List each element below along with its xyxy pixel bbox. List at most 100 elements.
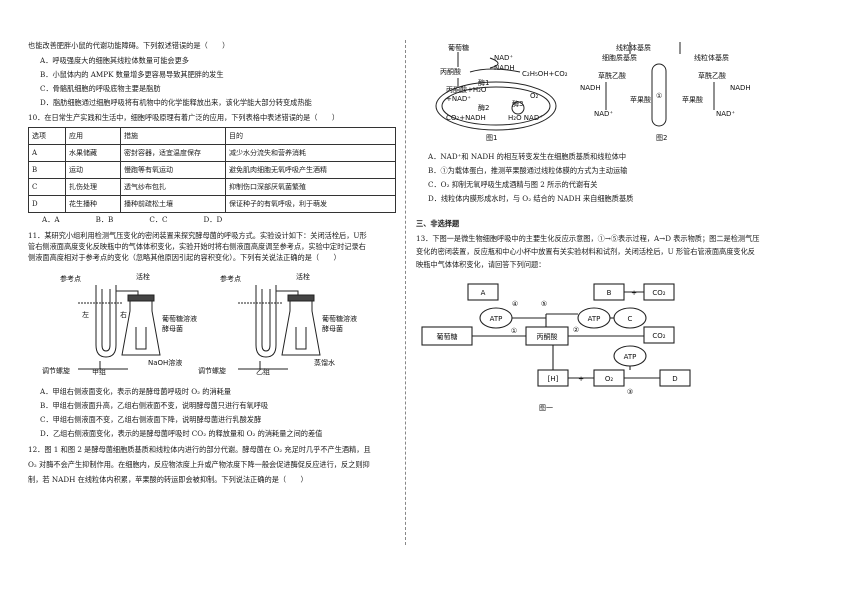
fig2-membrane-transporter: [651, 63, 667, 127]
fig1-o2: O₂: [530, 92, 539, 100]
q11-stem: 11．某研究小组利用检测气压变化的密闭装置来探究酵母菌的呼吸方式。实验设计如下：…: [28, 230, 400, 263]
process-4-label: ④: [512, 300, 518, 308]
q10-answer-c: C．C: [149, 215, 168, 224]
q9-option-c: C．骨骼肌细胞的呼吸底物主要是脂肪: [40, 84, 161, 93]
node-a-box: [467, 283, 499, 301]
q10-answer-a: A．A: [42, 215, 60, 224]
label-right-a: 右: [120, 310, 127, 319]
plus-sign-1: +: [631, 289, 637, 297]
node-d-label: D: [672, 375, 677, 383]
q12-stem-line: 制，若 NADH 在线粒体内积累，苹果酸的转运即会被抑制。下列说法正确的是（ ）: [28, 475, 308, 484]
u-tube-a-inner: [101, 289, 111, 352]
fig1-mito-line3: CO₂+NADH: [446, 114, 486, 122]
q13-pathway-figure: A ATP 葡萄糖 丙酮酸 B + CO₂ ATP C CO₂ ATP [H] …: [421, 283, 691, 412]
q9-option-a: A．呼吸强度大的细胞其线粒体数量可能会更多: [40, 56, 189, 65]
table-cell: 播种前疏松土壤: [120, 195, 226, 213]
q11-option-d: D．乙组右侧液面变化，表示的是酵母菌呼吸时 CO₂ 的释放量和 O₂ 的消耗量之…: [40, 429, 323, 438]
q11-stem-line: 侧液面高度相对于参考点的变化（忽略其他原因引起的容积变化）。下列有关说法正确的是…: [28, 253, 341, 262]
table-cell: 透气纱布包扎: [120, 178, 226, 196]
fig1-enzyme2: 酶2: [478, 103, 489, 112]
process-5-label: ⑤: [541, 300, 547, 308]
node-b-label: B: [607, 289, 612, 297]
fig1-mito-line1: 丙酮酸+H₂O: [446, 85, 487, 94]
fig2-caption: 图2: [656, 134, 667, 142]
table-cell: 慢跑等有氧运动: [120, 161, 226, 179]
label-knob-b: 调节螺旋: [198, 366, 226, 375]
section-title: 三、非选择题: [416, 219, 460, 228]
node-pyruvate-label: 丙酮酸: [537, 332, 558, 341]
fig2-oaa-right: 草酰乙酸: [698, 71, 726, 80]
fig1-ethanol: C₂H₅OH+CO₂: [522, 70, 568, 78]
column-divider: [405, 40, 406, 545]
table-cell: 密封容器，适宜温度保存: [120, 144, 226, 162]
table-cell: 运动: [65, 161, 121, 179]
table-cell: 扎伤处理: [65, 178, 121, 196]
table-header-cell: 目的: [225, 127, 396, 145]
q11-options: A．甲组右侧液面变化，表示的是酵母菌呼吸时 O₂ 的消耗量 B．甲组右侧液面升高…: [28, 385, 400, 441]
q13-stem-line: 映瓶中气体体积变化，请回答下列问题：: [416, 260, 546, 269]
q9-option-b: B．小鼠体内的 AMPK 数量增多更容易导致其肥胖的发生: [40, 70, 224, 79]
q12-stem-line: 12．图 1 和图 2 是酵母菌细胞质基质和线粒体内进行的部分代谢。酵母菌在 O…: [28, 445, 371, 454]
fig1-mitochondrion-inner: [441, 86, 551, 126]
q12-option-b: B．①为载体蛋白，推测苹果酸通过线粒体膜的方式为主动运输: [428, 166, 628, 175]
table-header-cell: 应用: [65, 127, 121, 145]
fig2-nadh-left: NADH: [580, 84, 601, 92]
label-glucose-b: 葡萄糖溶液: [322, 314, 357, 323]
fig2-transporter: ①: [656, 92, 662, 100]
u-tube-a: [95, 285, 117, 358]
fig1-arrow-ethanol: [469, 68, 521, 73]
small-cup-a: [135, 327, 147, 350]
q11-apparatus-figure: 参考点 活栓 左 右 葡萄糖溶液 酵母菌 NaOH溶液 调节螺旋 甲组 参考点 …: [42, 272, 357, 375]
q13-stem: 13．下图一是微生物细胞呼吸中的主要生化反应示意图，①→⑤表示过程，A→D 表示…: [416, 233, 836, 270]
fig1-water-nad: H₂O NAD⁺: [508, 114, 543, 122]
label-reference-a: 参考点: [60, 274, 81, 283]
caption-group-a: 甲组: [92, 368, 106, 376]
fig1-nad: NAD⁺: [494, 54, 513, 62]
node-h-label: [H]: [548, 375, 559, 383]
q12-stem-line: O₂ 对酶不会产生抑制作用。在细胞内，反应物浓度上升或产物浓度下降一般会促进酶促…: [28, 460, 370, 469]
q9-option-d: D．脂肪细胞通过细胞呼吸将有机物中的化学能释放出来，该化学能大部分转变成热能: [40, 98, 312, 107]
label-left-a: 左: [82, 310, 89, 319]
q13-stem-line: 13．下图一是微生物细胞呼吸中的主要生化反应示意图，①→⑤表示过程，A→D 表示…: [416, 234, 760, 243]
table-cell: 抑制伤口深部厌氧菌繁殖: [225, 178, 396, 196]
table-cell: C: [28, 178, 66, 196]
fig1-pyruvate: 丙酮酸: [440, 67, 461, 76]
node-glucose-label: 葡萄糖: [437, 332, 458, 341]
node-co2-label-2: CO₂: [652, 332, 665, 340]
u-tube-b: [255, 285, 277, 358]
q10-answer-d: D．D: [203, 215, 223, 224]
table-cell: 花生播种: [65, 195, 121, 213]
caption-group-b: 乙组: [256, 368, 270, 376]
q10-table: 选项 应用 措施 目的 A 水果储藏 密封容器，适宜温度保存 减少水分流失和营养…: [28, 127, 396, 213]
fig2-nad-right: NAD⁺: [716, 110, 735, 118]
label-water: 蒸馏水: [314, 358, 335, 367]
node-atp-3-label: ATP: [624, 353, 637, 361]
table-cell: 减少水分流失和营养消耗: [225, 144, 396, 162]
q12-option-a: A．NAD⁺和 NADH 的相互转变发生在细胞质基质和线粒体中: [428, 152, 627, 161]
q10-answer-options: A．A B．B C．C D．D: [28, 213, 400, 227]
fig1-enzyme3: 酶3: [512, 99, 523, 108]
table-header-cell: 措施: [120, 127, 226, 145]
left-column: 也能改善肥胖小鼠的代谢功能障碍。下列叙述错误的是（ ） A．呼吸强度大的细胞其线…: [28, 40, 400, 485]
q12-options: A．NAD⁺和 NADH 的相互转变发生在细胞质基质和线粒体中 B．①为载体蛋白…: [416, 150, 836, 206]
node-o2-label: O₂: [605, 375, 614, 383]
q11-stem-line: 管右侧液面高度变化反映瓶中的气体体积变化，实验开始时将右侧液面高度调至参考点，实…: [28, 242, 366, 251]
fig2-malate-left: 苹果酸: [630, 95, 651, 104]
fig1-caption: 图1: [486, 134, 497, 142]
q12-option-c: C．O₂ 抑制无氧呼吸生成酒精与图 2 所示的代谢有关: [428, 180, 598, 189]
flask-b: [281, 298, 321, 356]
label-glucose-a: 葡萄糖溶液: [162, 314, 197, 323]
stopper-a: [127, 294, 155, 302]
table-cell: D: [28, 195, 66, 213]
q10-stem: 10．在日常生产实践和生活中，细胞呼吸原理有着广泛的应用，下列表格中表述错误的是…: [28, 113, 340, 122]
fig1-nad-cycle: [489, 57, 499, 69]
table-row: B 运动 慢跑等有氧运动 避免肌肉细胞无氧呼吸产生酒精: [28, 161, 396, 179]
flask-a: [121, 298, 161, 356]
fig2-nad-left: NAD⁺: [594, 110, 613, 118]
q12-figures: 葡萄糖 丙酮酸 NAD⁺ NADH C₂H₅OH+CO₂ 丙酮酸+H₂O +NA…: [435, 42, 751, 142]
label-stopcock-a: 活栓: [136, 272, 150, 281]
fig2-cytosol: 细胞质基质: [602, 53, 637, 62]
q12-stem: 12．图 1 和图 2 是酵母菌细胞质基质和线粒体内进行的部分代谢。酵母菌在 O…: [28, 444, 400, 485]
table-cell: A: [28, 144, 66, 162]
label-reference-b: 参考点: [220, 274, 241, 283]
